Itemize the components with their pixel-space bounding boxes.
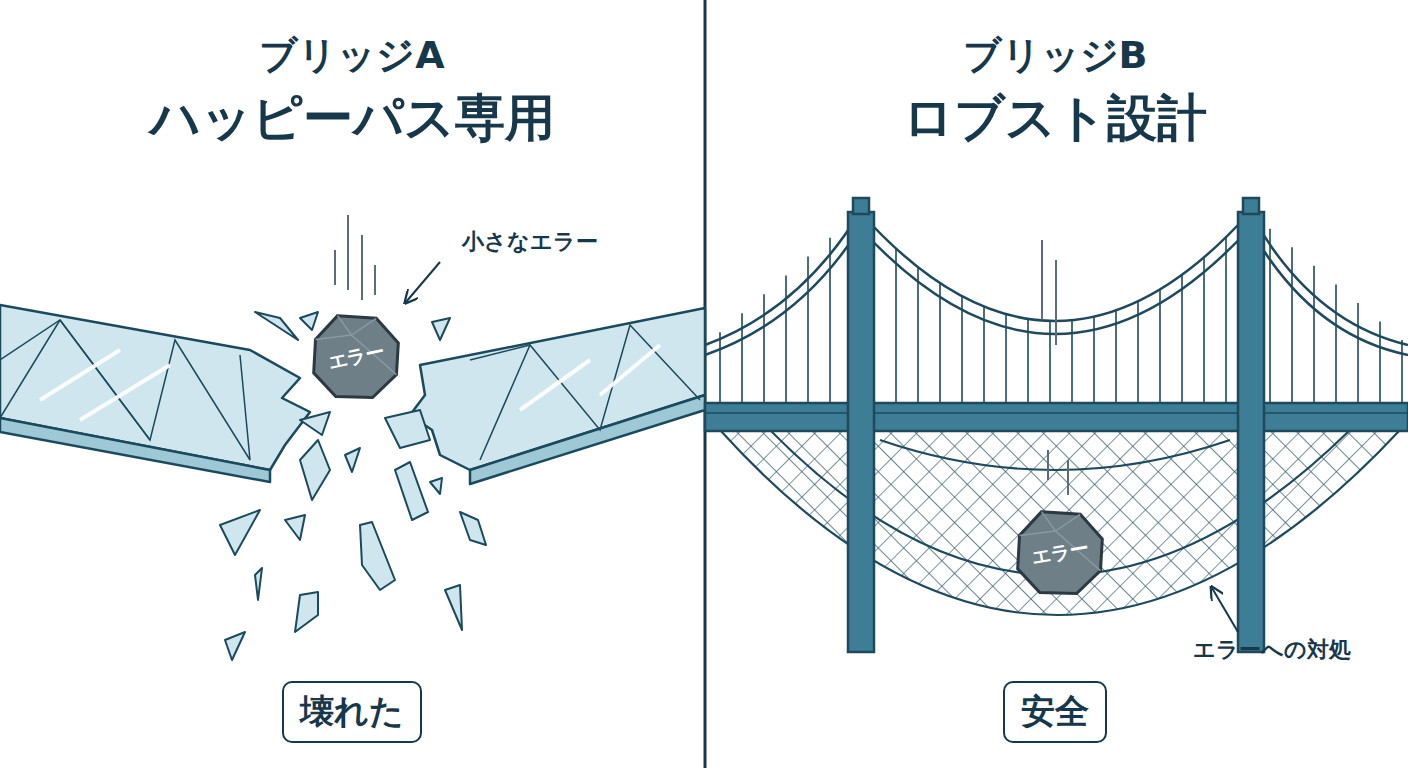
status-box: 壊れた	[282, 681, 422, 743]
error-rock: エラー	[1014, 509, 1106, 597]
error-rock: エラー	[310, 313, 402, 401]
callout-label: エラーへの対処	[1193, 635, 1351, 665]
callout-label: 小さなエラー	[462, 227, 598, 257]
panel-heading: ハッピーパス専用	[150, 85, 555, 152]
status-label: 壊れた	[300, 689, 404, 735]
status-label: 安全	[1021, 689, 1089, 735]
status-box: 安全	[1003, 681, 1107, 743]
panel-heading: ブリッジA	[259, 30, 444, 81]
panel-heading: ロブスト設計	[903, 85, 1207, 152]
panel-heading: ブリッジB	[963, 30, 1148, 81]
